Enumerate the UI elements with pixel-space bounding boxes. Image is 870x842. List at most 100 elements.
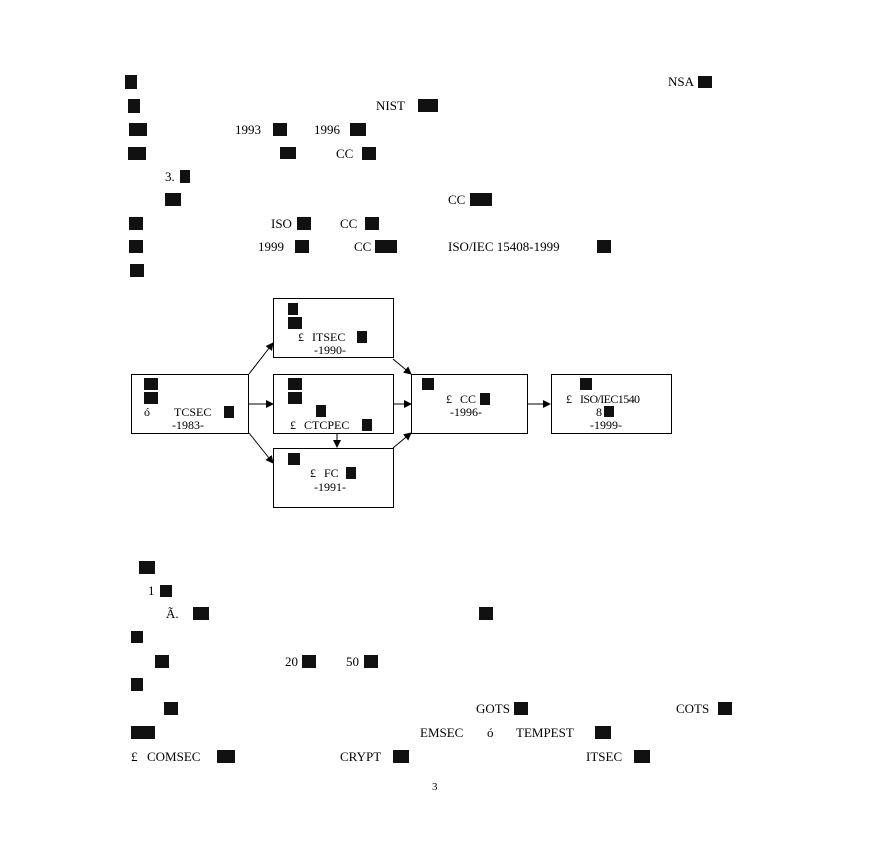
glyph — [698, 76, 712, 88]
text-1999: 1999 — [258, 239, 284, 254]
box-ctcpec: £ CTCPEC — [273, 374, 394, 434]
box-itsec: £ ITSEC -1990- — [273, 298, 394, 358]
text-crypt: CRYPT — [340, 749, 382, 764]
glyph — [180, 170, 190, 183]
text-1996: 1996 — [314, 122, 340, 137]
itsec-year: -1990- — [314, 343, 346, 357]
glyph — [280, 147, 296, 159]
text-sep: ó — [487, 725, 494, 740]
text-comsec: COMSEC — [147, 749, 201, 764]
iso-year: -1999- — [590, 418, 622, 432]
text-cc: CC — [340, 216, 358, 231]
ctcpec-prefix: £ — [290, 418, 296, 432]
glyph — [479, 607, 493, 620]
text-itsec: ITSEC — [586, 749, 623, 764]
glyph — [129, 240, 143, 253]
glyph — [217, 750, 235, 763]
glyph — [364, 655, 378, 668]
glyph — [193, 607, 209, 620]
glyph — [302, 655, 316, 668]
box-fc: £ FC -1991- — [273, 448, 394, 508]
text-nist: NIST — [376, 98, 405, 113]
glyph — [514, 702, 528, 715]
box-iso: £ ISO/IEC1540 8 -1999- — [551, 374, 672, 434]
glyph — [393, 750, 409, 763]
tcsec-abbr: TCSEC — [174, 405, 212, 419]
glyph — [375, 240, 397, 253]
text-nsa: NSA — [668, 74, 695, 89]
glyph — [316, 405, 326, 417]
page-number: 3 — [432, 781, 438, 793]
text-cots: COTS — [676, 701, 710, 716]
glyph — [297, 217, 311, 230]
text-emsec: EMSEC — [420, 725, 464, 740]
glyph — [470, 193, 492, 206]
glyph — [155, 655, 169, 668]
text-cc: CC — [336, 146, 354, 161]
fc-abbr: FC — [324, 466, 339, 480]
glyph — [131, 726, 155, 739]
glyph — [128, 147, 146, 160]
arrow-tcsec-fc — [248, 432, 274, 464]
text-iso: ISO — [271, 216, 292, 231]
glyph — [288, 453, 300, 465]
fc-year: -1991- — [314, 480, 346, 494]
text-3: 3. — [165, 169, 175, 184]
text-20: 20 — [285, 654, 298, 669]
glyph — [144, 392, 158, 404]
glyph — [139, 561, 155, 574]
glyph — [350, 123, 366, 136]
box-cc: £ CC -1996- — [411, 374, 528, 434]
glyph — [597, 240, 611, 253]
cc-abbr: CC — [460, 392, 477, 406]
glyph — [422, 378, 434, 390]
glyph — [160, 585, 172, 597]
glyph — [131, 678, 143, 691]
glyph — [164, 702, 178, 715]
glyph — [357, 331, 367, 343]
text-cc: CC — [448, 192, 466, 207]
text-tempest: TEMPEST — [516, 725, 574, 740]
text-1993: 1993 — [235, 122, 261, 137]
glyph — [224, 406, 234, 418]
arrow-itsec-cc — [392, 358, 412, 375]
glyph — [130, 264, 144, 277]
glyph — [144, 378, 158, 390]
glyph — [129, 123, 147, 136]
glyph — [295, 240, 309, 253]
iso-prefix: £ — [566, 392, 572, 406]
glyph — [580, 378, 592, 390]
cc-year: -1996- — [450, 405, 482, 419]
glyph — [273, 123, 287, 136]
text-50: 50 — [346, 654, 359, 669]
glyph — [604, 406, 614, 417]
iso-abbr-2: 8 — [596, 405, 602, 419]
fc-prefix: £ — [310, 466, 316, 480]
cc-prefix: £ — [446, 392, 452, 406]
arrow-tcsec-itsec — [248, 342, 274, 375]
glyph — [165, 193, 181, 206]
box-tcsec: ó TCSEC -1983- — [131, 374, 249, 434]
text-cc: CC — [354, 239, 372, 254]
tcsec-prefix: ó — [144, 405, 150, 419]
iso-abbr: ISO/IEC1540 — [580, 392, 640, 406]
glyph — [718, 702, 732, 715]
ctcpec-abbr: CTCPEC — [304, 418, 350, 432]
glyph — [365, 217, 379, 230]
glyph — [125, 75, 137, 89]
glyph — [129, 217, 143, 230]
arrow-fc-cc — [392, 432, 412, 449]
glyph — [362, 419, 372, 431]
text-1: 1 — [148, 583, 155, 598]
glyph — [418, 99, 438, 112]
tcsec-year: -1983- — [172, 418, 204, 432]
glyph — [131, 631, 143, 643]
glyph — [595, 726, 611, 739]
glyph — [346, 467, 356, 479]
text-pound: £ — [131, 749, 138, 764]
glyph — [288, 303, 298, 315]
glyph — [128, 99, 140, 113]
itsec-prefix: £ — [298, 330, 304, 344]
glyph — [634, 750, 650, 763]
